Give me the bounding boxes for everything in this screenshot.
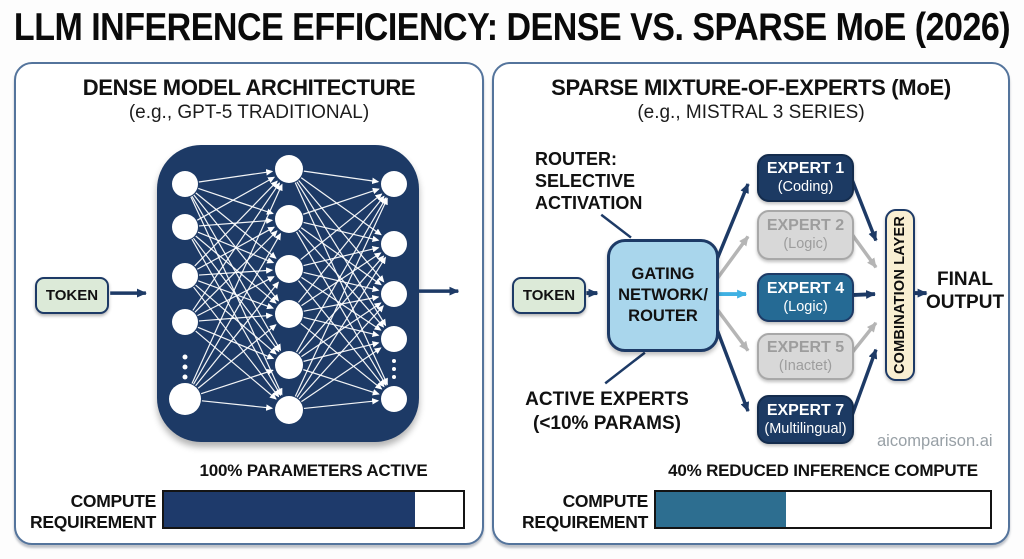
moe-panel: SPARSE MIXTURE-OF-EXPERTS (MoE) (e.g., M… bbox=[492, 62, 1010, 545]
expert-5-box: EXPERT 5 (Inactet) bbox=[757, 333, 854, 380]
dense-compute-label: COMPUTE REQUIREMENT bbox=[29, 491, 156, 532]
moe-compute-label: COMPUTE REQUIREMENT bbox=[521, 491, 648, 532]
watermark: aicomparison.ai bbox=[877, 432, 993, 450]
token-box: TOKEN bbox=[512, 277, 586, 314]
combination-layer-box: COMBINATION LAYER bbox=[885, 209, 915, 381]
active-note-pointer-line bbox=[604, 351, 646, 385]
moe-panel-subheading: (e.g., MISTRAL 3 SERIES) bbox=[637, 102, 865, 123]
neural-network-diagram bbox=[169, 155, 407, 424]
page-title: LLM INFERENCE EFFICIENCY: DENSE VS. SPAR… bbox=[13, 6, 1011, 50]
router-note-pointer-line bbox=[600, 213, 632, 239]
expert-1-box: EXPERT 1 (Coding) bbox=[757, 154, 854, 202]
expert-2-box: EXPERT 2 (Logic) bbox=[757, 210, 854, 260]
moe-caption: 40% REDUCED INFERENCE COMPUTE bbox=[668, 461, 978, 480]
dense-compute-bar bbox=[162, 490, 465, 529]
dense-network-box bbox=[157, 145, 419, 442]
moe-compute-bar-fill bbox=[656, 492, 787, 527]
gating-network-box: GATING NETWORK/ ROUTER bbox=[607, 239, 719, 352]
dense-caption: 100% PARAMETERS ACTIVE bbox=[199, 461, 428, 480]
expert-4-box: EXPERT 4 (Logic) bbox=[757, 273, 854, 322]
active-experts-note: ACTIVE EXPERTS (<10% PARAMS) bbox=[525, 389, 689, 434]
expert-7-box: EXPERT 7 (Multilingual) bbox=[757, 395, 854, 444]
dense-panel-subheading: (e.g., GPT-5 TRADITIONAL) bbox=[128, 102, 370, 123]
dense-panel-heading: DENSE MODEL ARCHITECTURE bbox=[82, 75, 416, 100]
router-note: ROUTER: SELECTIVE ACTIVATION bbox=[535, 149, 643, 213]
moe-compute-bar bbox=[654, 490, 992, 529]
dense-compute-bar-fill bbox=[164, 492, 416, 527]
token-box: TOKEN bbox=[35, 277, 109, 314]
expert-to-combination-arrows bbox=[850, 179, 878, 416]
dense-panel: DENSE MODEL ARCHITECTURE (e.g., GPT-5 TR… bbox=[14, 62, 484, 545]
moe-panel-heading: SPARSE MIXTURE-OF-EXPERTS (MoE) bbox=[551, 75, 951, 100]
final-output-label: FINAL OUTPUT bbox=[925, 269, 1005, 313]
